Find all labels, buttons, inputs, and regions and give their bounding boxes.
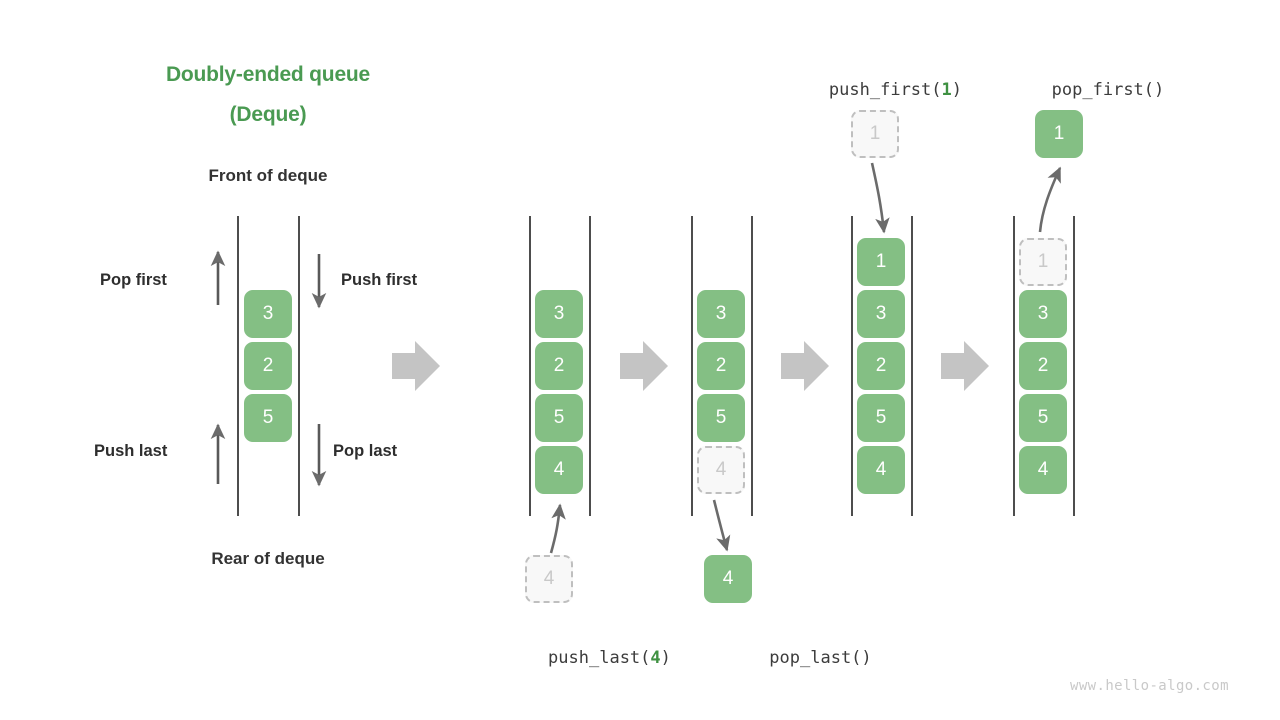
rail-right-col4 <box>911 216 913 516</box>
floating-cell-pop-first-result[interactable]: 1 <box>1035 110 1083 158</box>
cell-col2-1[interactable]: 2 <box>535 342 583 390</box>
cell-value: 1 <box>1037 251 1049 272</box>
floating-cell-push-first-source[interactable]: 1 <box>851 110 899 158</box>
cell-col3-1[interactable]: 2 <box>697 342 745 390</box>
op-pop-last-name: pop_last() <box>769 648 872 668</box>
cell-value: 1 <box>869 123 881 144</box>
cell-value: 4 <box>722 568 734 589</box>
push-last-motion-arrow-icon <box>549 503 566 554</box>
cell-col4-3[interactable]: 5 <box>857 394 905 442</box>
cell-col5-4[interactable]: 4 <box>1019 446 1067 494</box>
rail-right-col5 <box>1073 216 1075 516</box>
op-push-last-name: push_last( <box>548 648 651 668</box>
cell-col2-2[interactable]: 5 <box>535 394 583 442</box>
cell-col4-1[interactable]: 3 <box>857 290 905 338</box>
cell-col5-0-ghost[interactable]: 1 <box>1019 238 1067 286</box>
pop-first-label: Pop first <box>100 271 167 289</box>
cell-col3-0[interactable]: 3 <box>697 290 745 338</box>
cell-value: 3 <box>1037 303 1049 324</box>
cell-value: 4 <box>715 459 727 480</box>
rail-left-col2 <box>529 216 531 516</box>
cell-value: 1 <box>1053 123 1065 144</box>
cell-value: 3 <box>553 303 565 324</box>
floating-cell-push-last-source[interactable]: 4 <box>525 555 573 603</box>
cell-col1-2[interactable]: 5 <box>244 394 292 442</box>
cell-value: 5 <box>715 407 727 428</box>
cell-value: 2 <box>875 355 887 376</box>
cell-col5-3[interactable]: 5 <box>1019 394 1067 442</box>
pop-last-motion-arrow-icon <box>712 499 731 552</box>
cell-value: 4 <box>543 568 555 589</box>
push-first-label: Push first <box>341 271 418 289</box>
op-pop-first-label: pop_first() <box>985 60 1190 120</box>
cell-value: 4 <box>875 459 887 480</box>
transition-arrow-4-icon <box>941 341 989 391</box>
cell-col5-2[interactable]: 2 <box>1019 342 1067 390</box>
cell-value: 5 <box>262 407 274 428</box>
cell-col3-3-ghost[interactable]: 4 <box>697 446 745 494</box>
rail-left-col1 <box>237 216 239 516</box>
cell-value: 3 <box>715 303 727 324</box>
cell-col5-1[interactable]: 3 <box>1019 290 1067 338</box>
rail-right-col1 <box>298 216 300 516</box>
transition-arrow-2-icon <box>620 341 668 391</box>
cell-value: 3 <box>875 303 887 324</box>
rail-left-col5 <box>1013 216 1015 516</box>
transition-arrow-1-icon <box>392 341 440 391</box>
push-first-motion-arrow-icon <box>870 162 890 234</box>
op-push-first-label: push_first(1) <box>775 60 975 120</box>
cell-value: 2 <box>1037 355 1049 376</box>
cell-col1-1[interactable]: 2 <box>244 342 292 390</box>
rear-of-deque-label: Rear of deque <box>211 549 325 568</box>
op-push-last-label: push_last(4) <box>489 628 689 688</box>
op-pop-first-name: pop_first() <box>1051 80 1165 100</box>
op-push-first-name: push_first( <box>828 80 942 100</box>
cell-value: 2 <box>262 355 274 376</box>
cell-col2-3[interactable]: 4 <box>535 446 583 494</box>
cell-value: 2 <box>715 355 727 376</box>
cell-value: 1 <box>875 251 887 272</box>
cell-value: 4 <box>1037 459 1049 480</box>
cell-value: 2 <box>553 355 565 376</box>
cell-col4-0[interactable]: 1 <box>857 238 905 286</box>
op-push-last-close: ) <box>660 648 671 668</box>
op-push-first-close: ) <box>951 80 963 100</box>
op-push-first-arg: 1 <box>941 80 952 100</box>
cell-value: 5 <box>875 407 887 428</box>
cell-col4-4[interactable]: 4 <box>857 446 905 494</box>
rail-right-col2 <box>589 216 591 516</box>
pop-first-motion-arrow-icon <box>1038 166 1062 233</box>
cell-col2-0[interactable]: 3 <box>535 290 583 338</box>
watermark: www.hello-algo.com <box>1070 678 1229 694</box>
front-of-deque-label: Front of deque <box>208 166 328 185</box>
rail-left-col3 <box>691 216 693 516</box>
rail-right-col3 <box>751 216 753 516</box>
diagram-title-line2: (Deque) <box>229 103 307 126</box>
push-last-label: Push last <box>94 442 168 460</box>
cell-value: 4 <box>553 459 565 480</box>
op-pop-last-label: pop_last() <box>700 628 900 688</box>
rail-left-col4 <box>851 216 853 516</box>
diagram-title-line1: Doubly-ended queue <box>165 63 371 86</box>
cell-value: 5 <box>1037 407 1049 428</box>
cell-value: 3 <box>262 303 274 324</box>
cell-value: 5 <box>553 407 565 428</box>
cell-col1-0[interactable]: 3 <box>244 290 292 338</box>
op-push-last-arg: 4 <box>650 648 661 668</box>
pop-last-label: Pop last <box>333 442 398 460</box>
floating-cell-pop-last-result[interactable]: 4 <box>704 555 752 603</box>
cell-col3-2[interactable]: 5 <box>697 394 745 442</box>
transition-arrow-3-icon <box>781 341 829 391</box>
cell-col4-2[interactable]: 2 <box>857 342 905 390</box>
